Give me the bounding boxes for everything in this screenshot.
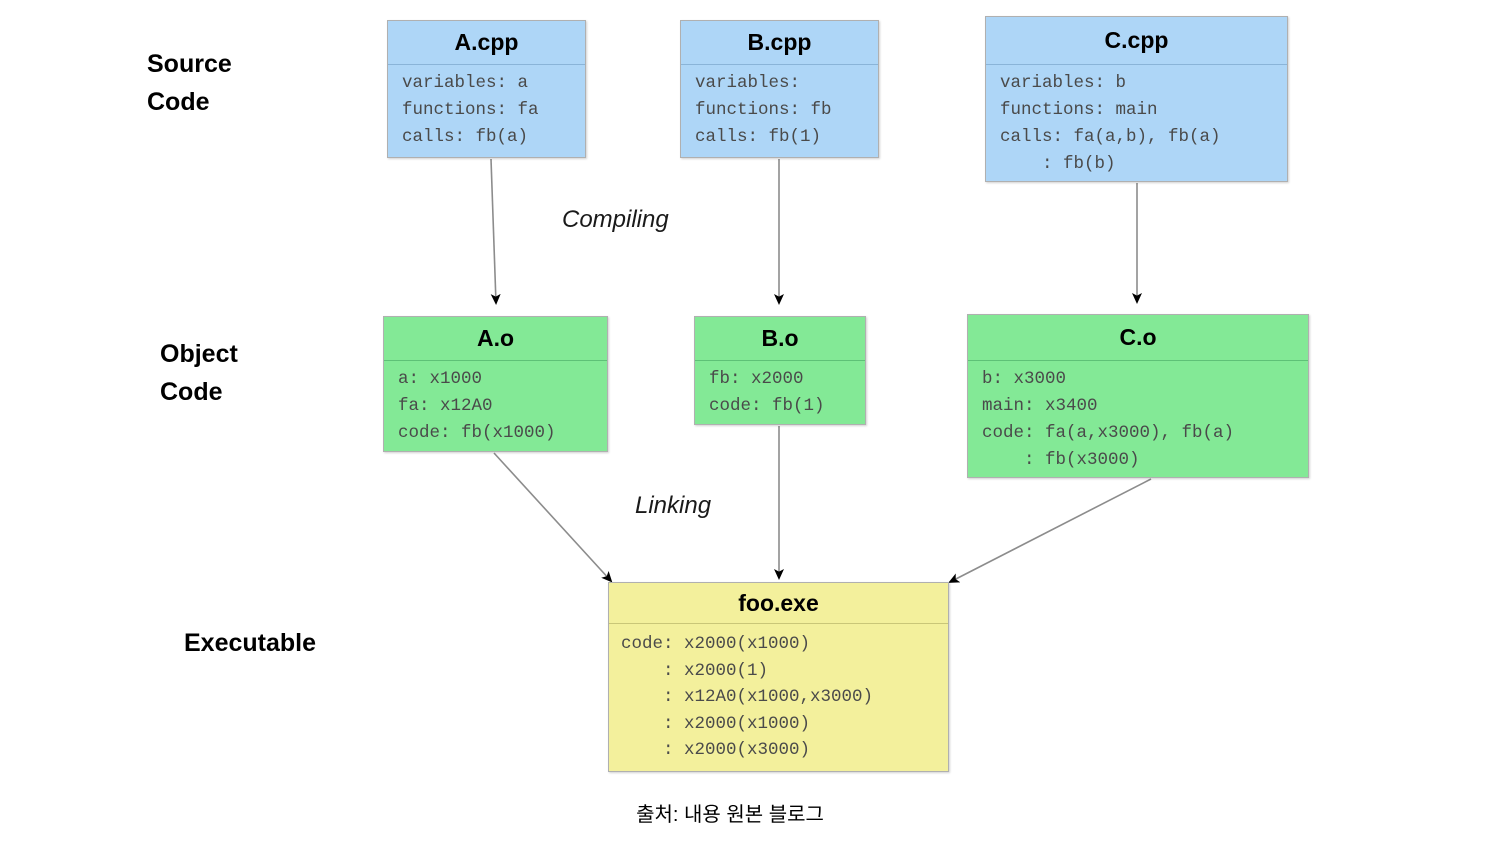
node-a-cpp-title: A.cpp: [388, 21, 585, 65]
node-b-o-body: fb: x2000 code: fb(1): [709, 369, 825, 416]
node-c-cpp-title: C.cpp: [986, 17, 1287, 65]
edge-c-o-to-foo-exe: [948, 478, 1152, 583]
row-label-object-code: Object Code: [160, 340, 238, 406]
node-c-cpp-body: variables: b functions: main calls: fa(a…: [1000, 73, 1221, 174]
node-c-o-body: b: x3000 main: x3400 code: fa(a,x3000), …: [982, 369, 1235, 470]
node-c-cpp[interactable]: C.cpp variables: b functions: main calls…: [985, 16, 1288, 182]
row-label-executable: Executable: [184, 629, 317, 657]
node-a-cpp[interactable]: A.cpp variables: a functions: fa calls: …: [387, 20, 586, 158]
node-foo-exe[interactable]: foo.exe code: x2000(x1000) : x2000(1) : …: [608, 582, 949, 772]
node-b-cpp[interactable]: B.cpp variables: functions: fb calls: fb…: [680, 20, 879, 158]
edge-label-linking: Linking: [635, 492, 712, 519]
node-a-o[interactable]: A.o a: x1000 fa: x12A0 code: fb(x1000): [383, 316, 608, 452]
node-b-cpp-title: B.cpp: [681, 21, 878, 65]
node-a-o-body: a: x1000 fa: x12A0 code: fb(x1000): [398, 369, 556, 443]
source-caption: 출처: 내용 원본 블로그: [636, 804, 824, 826]
edge-a-cpp-to-a-o: [490, 158, 501, 305]
row-label-source-code: Source Code: [147, 50, 232, 116]
node-c-o[interactable]: C.o b: x3000 main: x3400 code: fa(a,x300…: [967, 314, 1309, 478]
node-b-o[interactable]: B.o fb: x2000 code: fb(1): [694, 316, 866, 425]
node-c-o-title: C.o: [968, 315, 1308, 361]
node-foo-exe-title: foo.exe: [609, 583, 948, 624]
node-b-cpp-body: variables: functions: fb calls: fb(1): [695, 73, 832, 147]
node-a-o-title: A.o: [384, 317, 607, 361]
node-a-cpp-body: variables: a functions: fa calls: fb(a): [402, 73, 539, 147]
edge-label-compiling: Compiling: [562, 206, 669, 233]
node-foo-exe-body: code: x2000(x1000) : x2000(1) : x12A0(x1…: [621, 634, 874, 760]
edge-a-o-to-foo-exe: [493, 452, 613, 583]
node-b-o-title: B.o: [695, 317, 865, 361]
